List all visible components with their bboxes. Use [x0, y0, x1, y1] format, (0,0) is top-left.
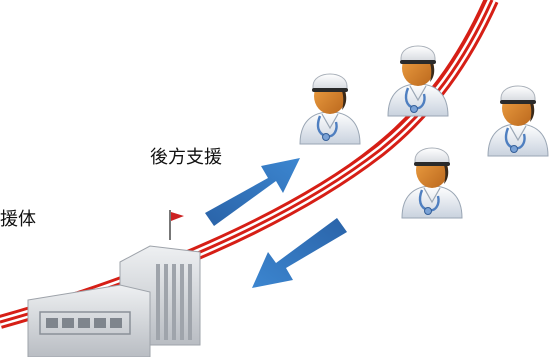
- doctor-icon: [400, 146, 464, 220]
- partial-left-label: 援体: [0, 209, 36, 230]
- flag-icon: [169, 210, 184, 240]
- doctor-icon: [486, 84, 550, 158]
- support-arrow-up: [205, 158, 300, 226]
- rear-support-label: 後方支援: [150, 147, 222, 168]
- doctor-icon: [298, 72, 362, 146]
- hospital-building-icon: [27, 210, 201, 357]
- support-arrow-down: [252, 218, 347, 288]
